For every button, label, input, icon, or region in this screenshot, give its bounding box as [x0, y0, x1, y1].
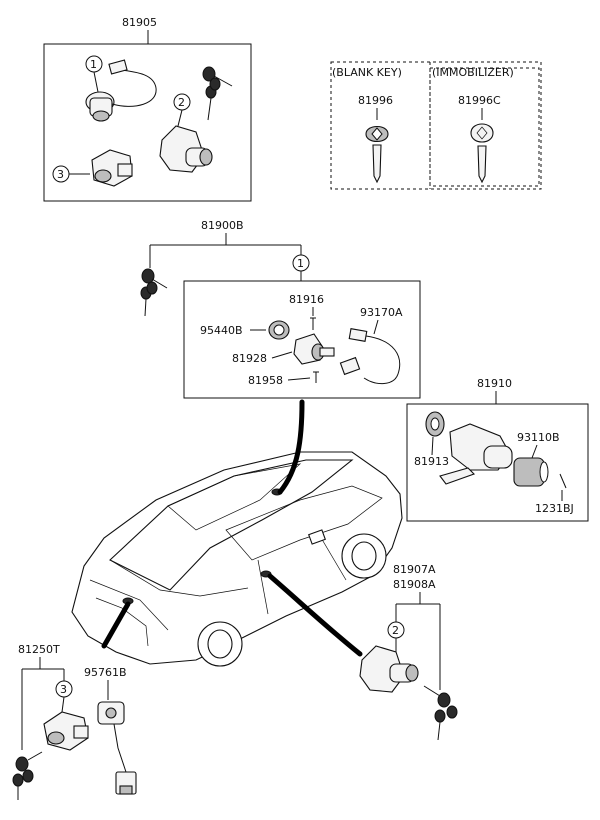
- blank-key-header: (BLANK KEY): [332, 66, 402, 79]
- trunk-cylinder-drawing-top: [91, 149, 133, 187]
- door-cylinder-drawing-top: [159, 125, 213, 173]
- label-81250t: 81250T: [18, 643, 60, 656]
- label-1231bj: 1231BJ: [535, 502, 574, 515]
- keys-box: (BLANK KEY) (IMMOBILIZER) 81996 81996C: [330, 61, 542, 190]
- screw-81916-drawing: [310, 317, 316, 330]
- label-81913: 81913: [414, 455, 449, 468]
- door-lock-drawing: [359, 645, 458, 741]
- trunk-lock-drawing: [12, 711, 89, 800]
- ignition-switch-drawing-top: [85, 59, 157, 122]
- label-81916: 81916: [289, 293, 324, 306]
- trunk-wiring-drawing: [97, 701, 137, 795]
- callout-2-top-text: 2: [178, 96, 185, 109]
- label-81958: 81958: [248, 374, 283, 387]
- steering-lock-drawing: [425, 411, 567, 489]
- assembly-trunk-lock: 81250T 3: [12, 643, 89, 800]
- callout-3-trunk-text: 3: [60, 683, 67, 696]
- label-81910: 81910: [477, 377, 512, 390]
- ignition-cylinder-81928-drawing: [293, 333, 335, 365]
- assembly-95761b: 95761B: [84, 666, 137, 795]
- assembly-door-lock: 81907A 81908A 2: [359, 563, 458, 741]
- callout-1-mid-text: 1: [297, 257, 304, 270]
- callout-1-top-text: 1: [90, 58, 97, 71]
- arrow-to-trunk: [101, 601, 131, 649]
- keys-box-frame: [330, 61, 542, 190]
- assembly-81900b-frame: [183, 280, 421, 399]
- callout-3-top-text: 3: [57, 168, 64, 181]
- label-81907a: 81907A: [393, 563, 436, 576]
- arrow-to-door-lock: [267, 573, 363, 657]
- blank-key-drawing: [365, 125, 389, 184]
- assembly-81905-frame: [43, 43, 252, 202]
- assembly-81900b: 81900B 1 81916 95440B 93170A: [140, 219, 421, 399]
- label-81928: 81928: [232, 352, 267, 365]
- label-81900b: 81900B: [201, 219, 244, 232]
- immobilizer-header: (IMMOBILIZER): [432, 66, 514, 79]
- label-81996: 81996: [358, 94, 393, 107]
- label-81905: 81905: [122, 16, 157, 29]
- bezel-95440b-drawing: [268, 320, 290, 340]
- label-95761b: 95761B: [84, 666, 127, 679]
- assembly-81905: 81905 1 2: [43, 16, 252, 202]
- assembly-81910-frame: [406, 403, 589, 522]
- vehicle-drawing: [71, 451, 403, 667]
- wire-93170a-drawing: [339, 328, 401, 384]
- arrow-to-ignition: [277, 399, 305, 495]
- keys-drawing-mid: [140, 268, 168, 317]
- label-81996c: 81996C: [458, 94, 501, 107]
- immobilizer-key-drawing: [470, 123, 494, 184]
- label-81908a: 81908A: [393, 578, 436, 591]
- screw-81958-drawing: [313, 371, 319, 383]
- label-93110b: 93110B: [517, 431, 560, 444]
- callout-2-door-text: 2: [392, 624, 399, 637]
- keys-drawing-top: [202, 66, 233, 121]
- label-95440b: 95440B: [200, 324, 243, 337]
- assembly-81910: 81910 81913 93110B 1231BJ: [406, 377, 589, 522]
- label-93170a: 93170A: [360, 306, 403, 319]
